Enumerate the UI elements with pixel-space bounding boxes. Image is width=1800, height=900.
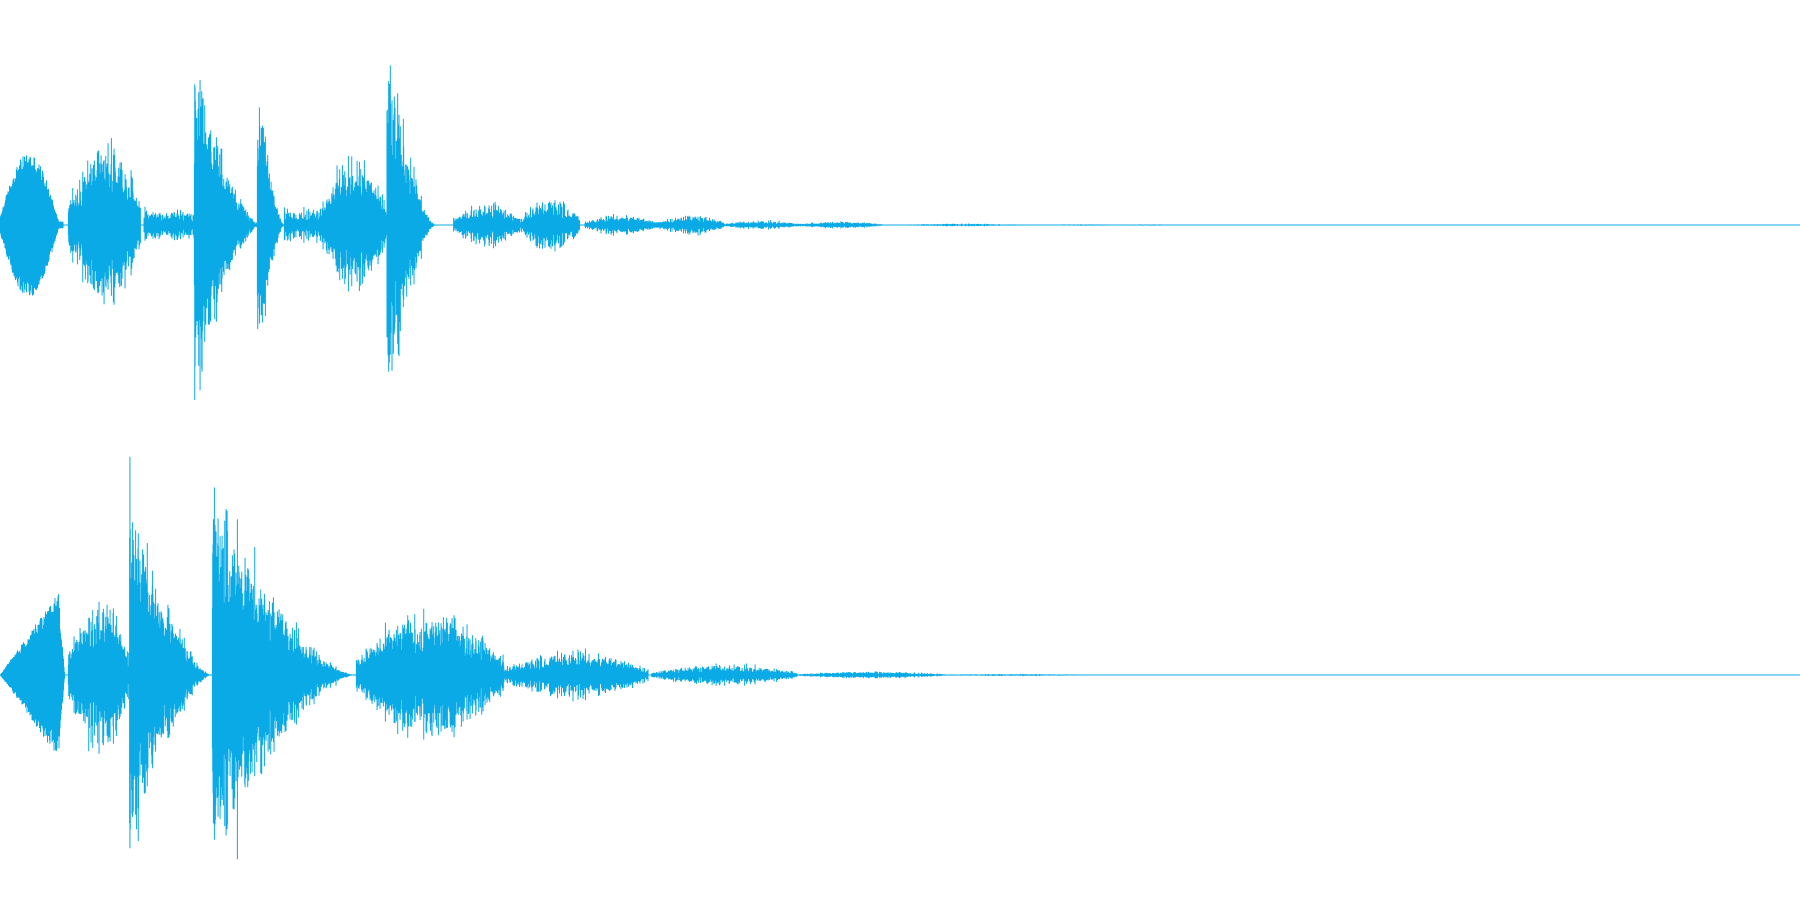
waveform-segment [723,220,802,230]
waveform-segment [0,594,65,751]
waveform-segment [256,107,285,329]
waveform-channel-2 [0,456,1800,860]
waveform-segment [67,601,130,754]
waveform-segment [503,648,649,702]
waveform-channel-1 [0,65,1800,400]
waveform-segment [944,673,1084,677]
waveform-segment [651,663,798,686]
waveform-segment [584,214,658,236]
waveform-segment [193,79,262,400]
waveform-segment [0,155,64,296]
waveform-segment [129,456,213,849]
waveform-segment [521,200,580,252]
waveform-segment [143,206,195,241]
waveform-segment [211,487,357,860]
waveform-segment [1133,224,1162,226]
waveform-segment [319,156,388,292]
waveform-segment [283,206,321,243]
waveform-segment [908,223,1017,227]
waveform-segment [656,215,724,236]
waveform-segment [1061,224,1108,226]
waveform-segment [355,608,505,740]
waveform-segment [386,65,436,372]
waveform-segment [67,138,141,305]
waveform-segment [796,671,946,679]
waveform-segment [796,221,883,229]
waveform-segment [453,201,523,249]
